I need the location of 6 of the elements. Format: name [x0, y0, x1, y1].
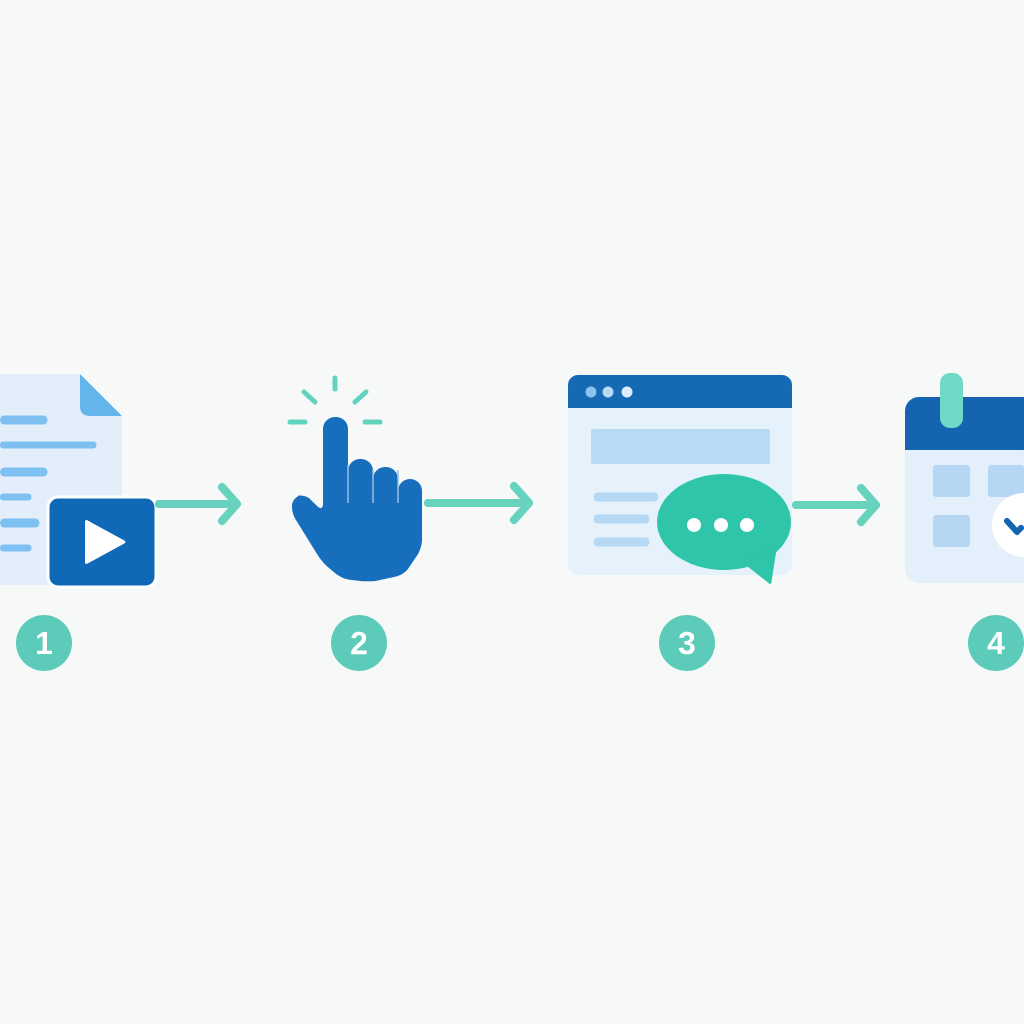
calendar-check-icon	[905, 373, 1024, 583]
arrow	[424, 482, 533, 524]
browser-chat-icon	[568, 375, 792, 585]
arrow	[792, 484, 880, 526]
document-video-icon	[0, 374, 158, 589]
tapping-hand-icon	[287, 375, 422, 582]
